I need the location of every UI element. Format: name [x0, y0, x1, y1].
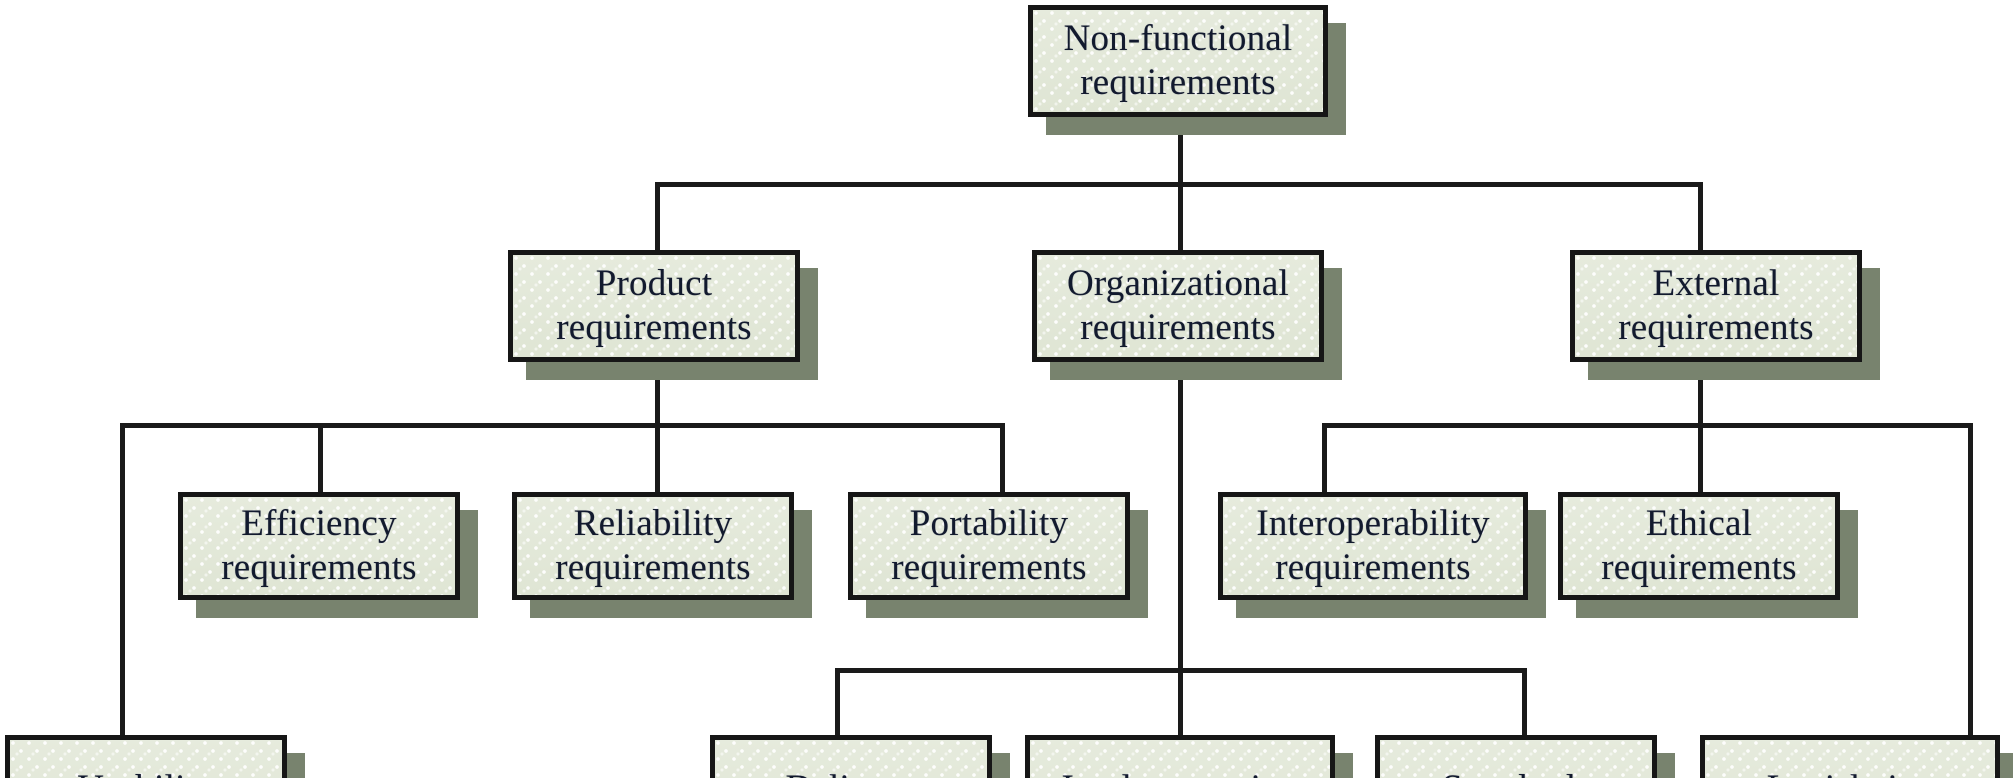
node-label-organizational: Organizational requirements: [1067, 263, 1289, 348]
node-box: Standards: [1375, 735, 1657, 778]
node-product[interactable]: Product requirements: [508, 250, 818, 380]
node-organizational[interactable]: Organizational requirements: [1032, 250, 1342, 380]
node-external[interactable]: External requirements: [1570, 250, 1880, 380]
node-label-reliability: Reliability requirements: [555, 503, 751, 588]
node-box: Implementation: [1025, 735, 1335, 778]
node-portability[interactable]: Portability requirements: [848, 492, 1148, 618]
edge-organizational-bus: [835, 668, 1527, 673]
node-label-efficiency: Efficiency requirements: [221, 503, 417, 588]
node-label-usability: Usability: [71, 766, 220, 778]
edge-organizational-to-standards: [1522, 668, 1527, 738]
node-root[interactable]: Non-functional requirements: [1028, 5, 1346, 135]
node-label-ethical: Ethical requirements: [1601, 503, 1797, 588]
edge-root-stem: [1178, 88, 1183, 186]
node-efficiency[interactable]: Efficiency requirements: [178, 492, 478, 618]
node-label-product: Product requirements: [556, 263, 752, 348]
node-label-external: External requirements: [1618, 263, 1814, 348]
node-delivery[interactable]: Delivery: [710, 735, 1010, 778]
edge-product-to-reliability: [655, 423, 660, 495]
edge-external-to-ethical: [1698, 423, 1703, 495]
edge-product-stem: [655, 358, 660, 428]
node-box: Interoperability requirements: [1218, 492, 1528, 600]
node-box: Organizational requirements: [1032, 250, 1324, 362]
node-implementation[interactable]: Implementation: [1025, 735, 1353, 778]
edge-root-to-external: [1698, 182, 1703, 256]
node-standards[interactable]: Standards: [1375, 735, 1675, 778]
node-legislative[interactable]: Legislative: [1700, 735, 2013, 778]
edge-product-to-efficiency: [318, 423, 323, 495]
edge-organizational-stem: [1178, 358, 1183, 738]
node-box: Delivery: [710, 735, 992, 778]
node-reliability[interactable]: Reliability requirements: [512, 492, 812, 618]
edge-root-to-organizational: [1178, 182, 1183, 256]
edge-product-to-usability: [120, 423, 125, 735]
node-box: Non-functional requirements: [1028, 5, 1328, 117]
edge-organizational-to-delivery: [835, 668, 840, 738]
edge-external-to-interoperability: [1322, 423, 1327, 495]
node-label-root: Non-functional requirements: [1063, 18, 1293, 103]
node-box: External requirements: [1570, 250, 1862, 362]
node-box: Efficiency requirements: [178, 492, 460, 600]
node-label-legislative: Legislative: [1761, 766, 1940, 778]
node-label-implementation: Implementation: [1055, 766, 1304, 778]
node-label-interoperability: Interoperability requirements: [1256, 503, 1490, 588]
edge-external-bus: [1322, 423, 1972, 428]
node-box: Usability: [5, 735, 287, 778]
node-label-delivery: Delivery: [779, 766, 922, 778]
node-ethical[interactable]: Ethical requirements: [1558, 492, 1858, 618]
node-box: Reliability requirements: [512, 492, 794, 600]
node-label-portability: Portability requirements: [891, 503, 1087, 588]
node-box: Product requirements: [508, 250, 800, 362]
node-box: Portability requirements: [848, 492, 1130, 600]
edge-product-bus: [120, 423, 1005, 428]
node-box: Legislative: [1700, 735, 2000, 778]
edge-external-to-legislative: [1968, 423, 1973, 735]
node-usability[interactable]: Usability: [5, 735, 305, 778]
edge-root-to-product: [655, 182, 660, 256]
edge-external-stem: [1698, 358, 1703, 428]
node-label-standards: Standards: [1436, 766, 1596, 778]
edge-product-to-portability: [1000, 423, 1005, 495]
node-interoperability[interactable]: Interoperability requirements: [1218, 492, 1546, 618]
node-box: Ethical requirements: [1558, 492, 1840, 600]
